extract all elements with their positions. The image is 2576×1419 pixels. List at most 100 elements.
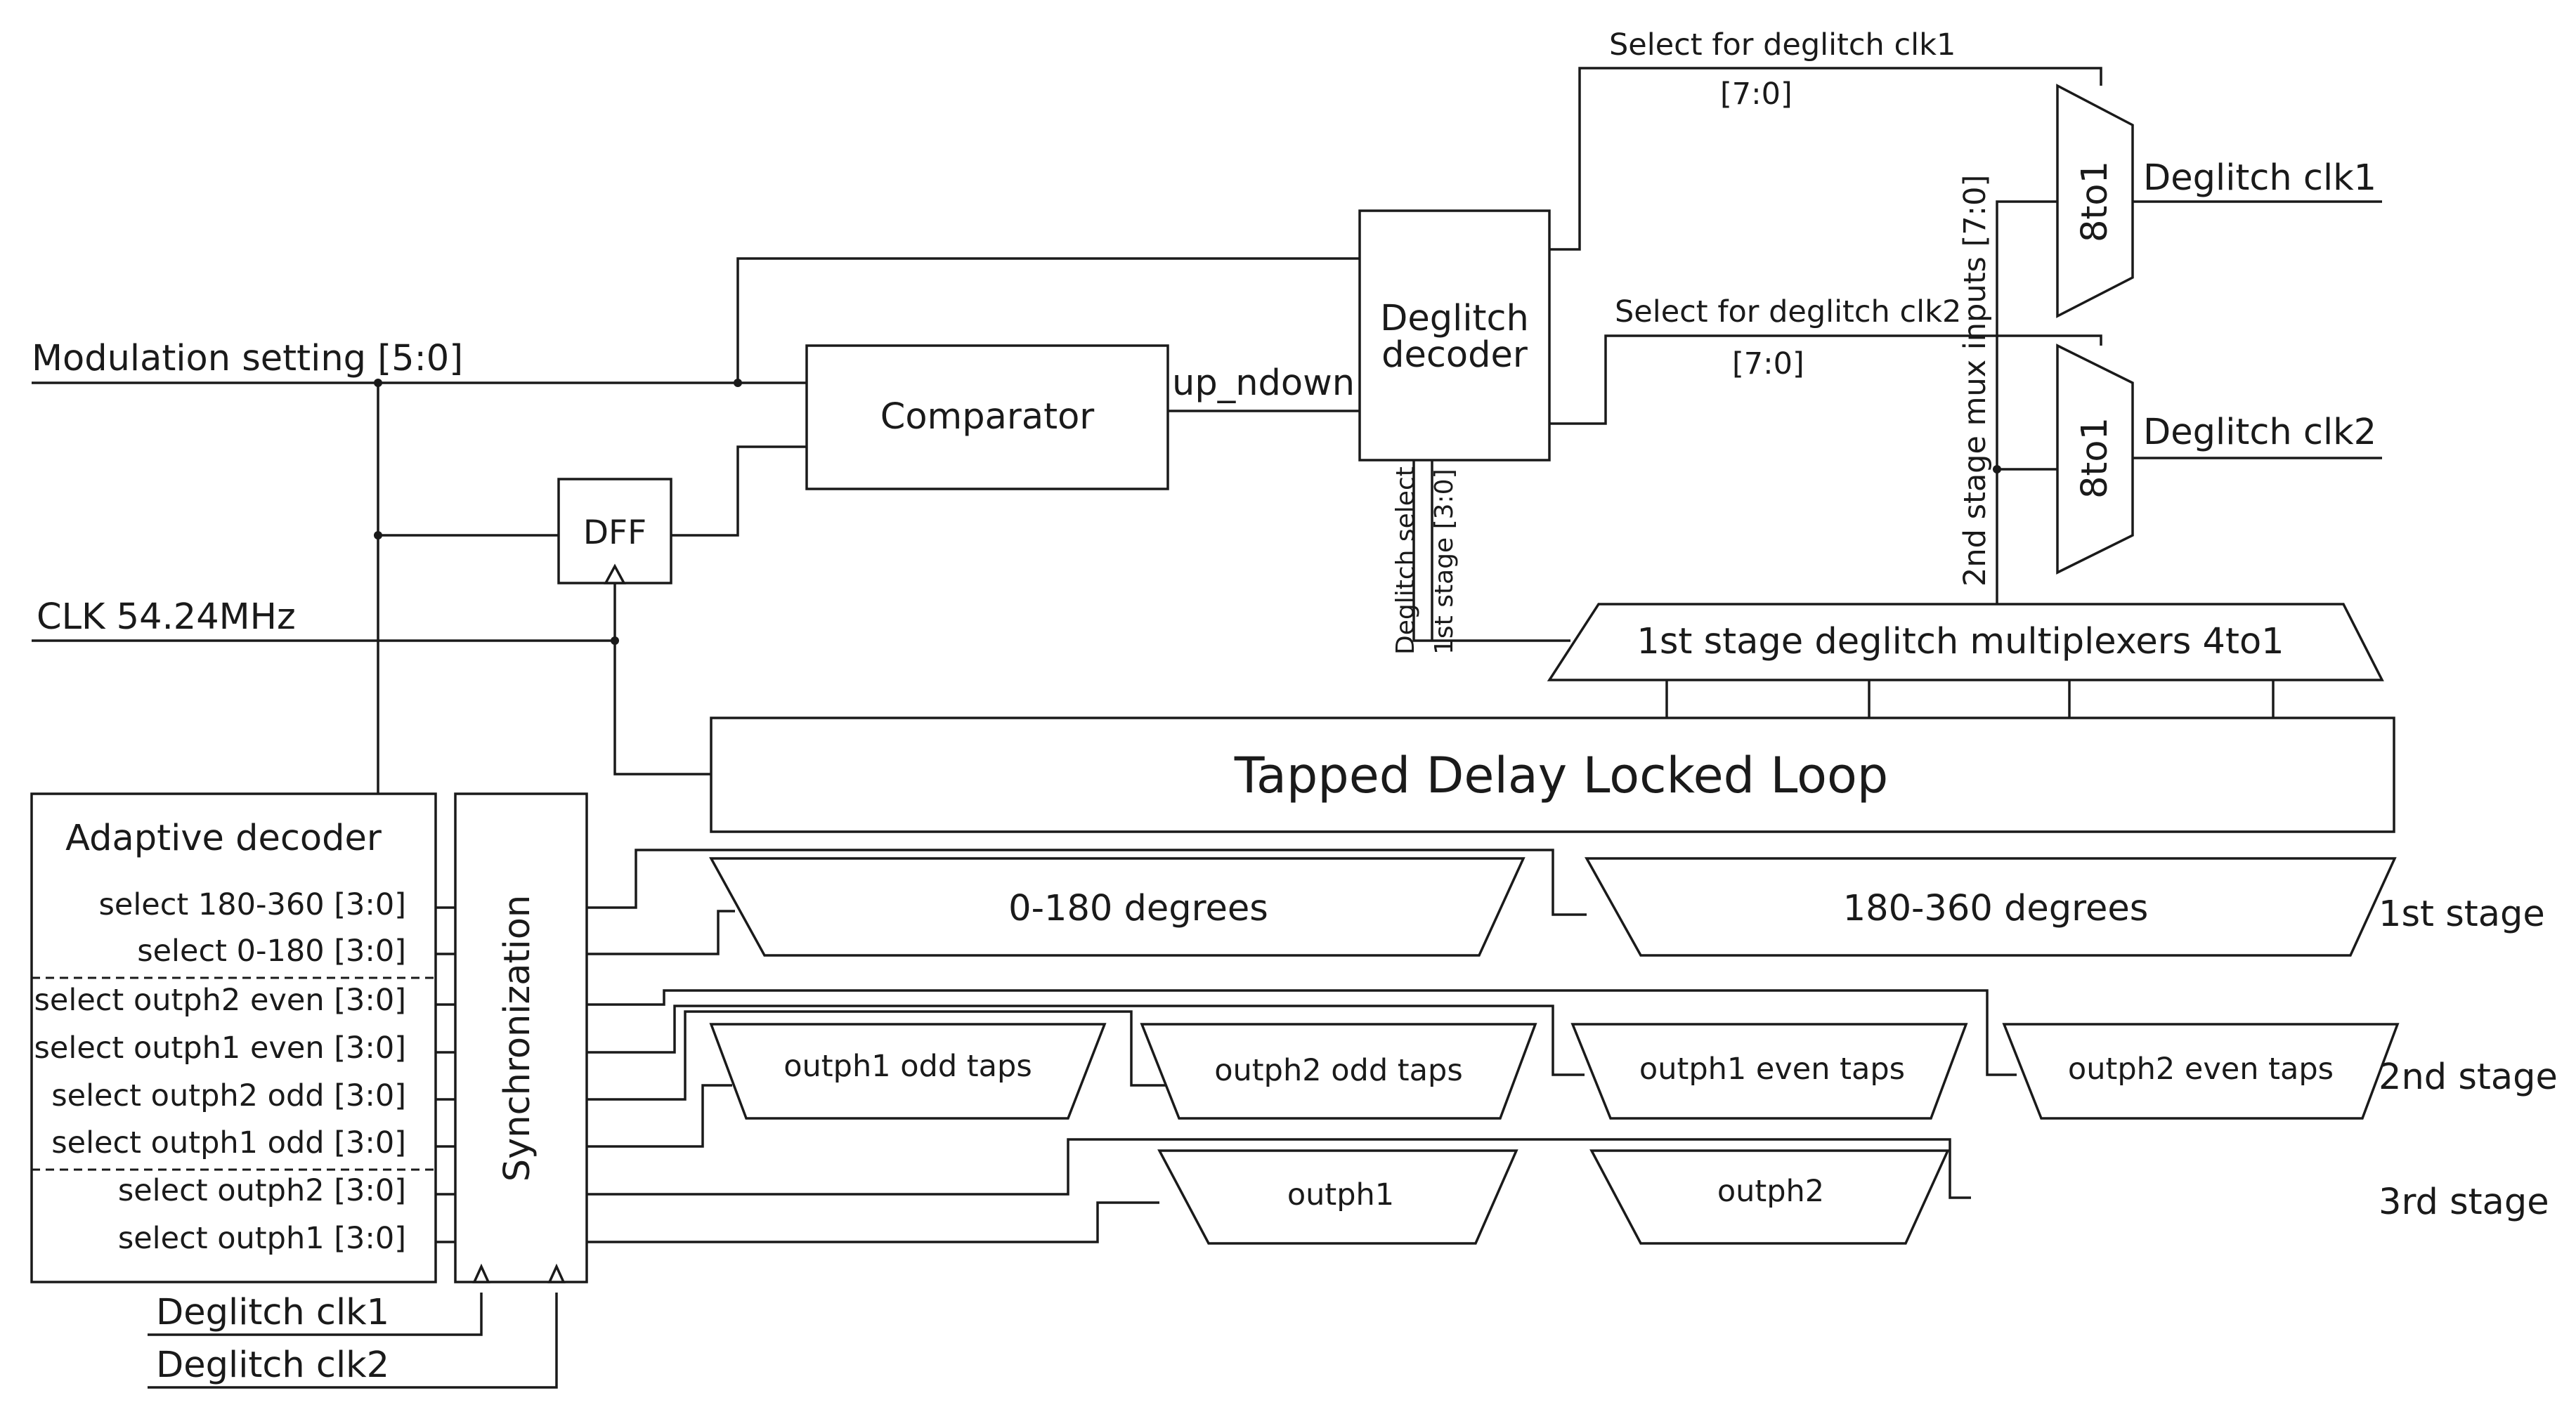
comparator-box xyxy=(805,344,1169,490)
tdll-label: Tapped Delay Locked Loop xyxy=(1234,747,1888,804)
stage1-mux-180-360 xyxy=(1585,857,2397,957)
stage3-mux-outph1 xyxy=(1157,1149,1518,1245)
sync-wire-3 xyxy=(587,989,2017,1076)
deglitch-select-wire-a xyxy=(1412,460,1570,642)
stage2-mux-outph1-even xyxy=(1570,1023,1968,1120)
first-stage-mux-shape xyxy=(1547,603,2384,681)
deglitch-decoder-label-line2: decoder xyxy=(1381,334,1528,376)
deglitch-clk2-input-wire xyxy=(148,1293,558,1389)
comparator-label: Comparator xyxy=(880,396,1095,438)
stage3-muxes: outph1 outph2 xyxy=(1157,1149,1950,1245)
first-stage-mux-label: 1st stage deglitch multiplexers 4to1 xyxy=(1637,621,2284,662)
stage1-muxes: 0-180 degrees 180-360 degrees xyxy=(709,857,2397,957)
stage3-mux-outph2 xyxy=(1589,1149,1950,1245)
stage-label: 1st stage xyxy=(2379,894,2545,935)
sync-wire-6 xyxy=(587,1084,732,1148)
dff-to-comparator-wire xyxy=(671,445,807,537)
junction-dots xyxy=(374,379,2001,645)
deglitch-decoder-label-line1: Deglitch xyxy=(1380,298,1529,339)
junction-dot xyxy=(734,379,742,387)
mux-8to1-clk2-shape xyxy=(2056,344,2134,575)
comparator-block: Comparator xyxy=(805,344,1169,490)
clock-triangle-icon xyxy=(547,1263,566,1283)
adaptive-decoder-box xyxy=(30,792,437,1283)
sync-wire-7 xyxy=(587,1138,1971,1199)
deglitch-clk1-input-wire xyxy=(148,1293,483,1336)
mux-8to1-clk1: 8to1 xyxy=(2056,84,2134,318)
modulation-setting-label: Modulation setting [5:0] xyxy=(32,338,463,379)
clock-triangle-icon xyxy=(472,1263,490,1283)
sync-wire-2 xyxy=(587,910,735,955)
modulation-to-decoder-wire xyxy=(736,257,1360,383)
stage3-mux-label: outph2 xyxy=(1717,1174,1824,1209)
stage-label: 3rd stage xyxy=(2379,1182,2549,1223)
decoder-output-label: select outph1 odd [3:0] xyxy=(51,1125,406,1160)
tdll-block: Tapped Delay Locked Loop xyxy=(710,717,2395,833)
adaptive-decoder-title: Adaptive decoder xyxy=(65,818,382,859)
deglitch-clk1-output-label: Deglitch clk1 xyxy=(2143,157,2376,199)
stage2-mux-label: outph2 even taps xyxy=(2068,1052,2334,1087)
second-stage-mux-inputs-label: 2nd stage mux inputs [7:0] xyxy=(1958,175,1993,587)
stage2-mux-label: outph2 odd taps xyxy=(1214,1053,1462,1088)
bus-width-clk2-label: [7:0] xyxy=(1732,346,1804,381)
select-clk2-wire xyxy=(1549,334,2102,425)
synchronization-label: Synchronization xyxy=(497,895,538,1182)
stage2-muxes: outph1 odd taps outph2 odd taps outph1 e… xyxy=(709,1023,2400,1120)
stage1-mux-0-180 xyxy=(709,857,1526,957)
stage1-mux-label: 180-360 degrees xyxy=(1843,888,2149,929)
mux-inputs-to-mux1-wire xyxy=(1996,200,2057,604)
mux-8to1-clk1-label: 8to1 xyxy=(2074,161,2116,242)
junction-dot xyxy=(1993,465,2001,473)
select-clk1-label: Select for deglitch clk1 xyxy=(1609,27,1956,63)
adaptive-decoder-block: Adaptive decoder select 180-360 [3:0] se… xyxy=(30,792,437,1283)
tdll-box xyxy=(710,717,2395,833)
stage1-mux-label: 0-180 degrees xyxy=(1008,888,1268,929)
decoder-output-label: select outph2 odd [3:0] xyxy=(51,1078,406,1113)
decoder-output-label: select outph1 [3:0] xyxy=(118,1221,406,1256)
synchronization-box xyxy=(454,792,588,1283)
decoder-output-label: select 0-180 [3:0] xyxy=(137,934,406,969)
decoder-output-label: select 180-360 [3:0] xyxy=(98,887,406,922)
stage-label: 2nd stage xyxy=(2379,1057,2558,1098)
stage3-mux-label: outph1 xyxy=(1287,1177,1394,1212)
select-clk1-wire xyxy=(1549,67,2102,251)
junction-dot xyxy=(611,636,619,645)
clk-to-tdll-wire xyxy=(613,583,711,776)
bus-width-clk1-label: [7:0] xyxy=(1720,77,1793,112)
deglitch-decoder-block: Deglitch decoder xyxy=(1358,209,1551,462)
decoder-output-label: select outph1 even [3:0] xyxy=(34,1031,406,1066)
mux-8to1-clk1-shape xyxy=(2056,84,2134,318)
junction-dot xyxy=(374,379,382,387)
deglitch-select-label-line2: 1st stage [3:0] xyxy=(1430,469,1459,655)
sync-wire-1 xyxy=(587,849,1587,916)
sync-wire-5 xyxy=(587,1010,1166,1101)
clock-triangle-icon xyxy=(604,563,626,584)
deglitch-decoder-box xyxy=(1358,209,1551,462)
decoder-output-label: select outph2 even [3:0] xyxy=(34,983,406,1018)
signal-labels: Modulation setting [5:0] CLK 54.24MHz up… xyxy=(32,27,2558,1386)
decoder-output-label: select outph2 [3:0] xyxy=(118,1173,406,1208)
clk-label: CLK 54.24MHz xyxy=(37,596,296,638)
decoder-to-sync-stubs xyxy=(436,906,455,1243)
deglitch-select-label-line1: Deglitch select xyxy=(1391,466,1420,655)
sync-wire-4 xyxy=(587,1005,1585,1076)
up-ndown-label: up_ndown xyxy=(1172,362,1355,404)
wires xyxy=(32,67,2382,1389)
dff-label: DFF xyxy=(583,514,646,552)
stage2-mux-outph2-even xyxy=(2002,1023,2400,1120)
stage2-mux-outph1-odd xyxy=(709,1023,1107,1120)
junction-dot xyxy=(374,531,382,540)
select-clk2-label: Select for deglitch clk2 xyxy=(1615,294,1961,329)
deglitch-clk2-input-label: Deglitch clk2 xyxy=(156,1345,389,1386)
mux-8to1-clk2: 8to1 xyxy=(2056,344,2134,575)
deglitch-clk1-input-label: Deglitch clk1 xyxy=(156,1292,389,1333)
dff-block: DFF xyxy=(557,478,672,584)
stage2-mux-label: outph1 odd taps xyxy=(783,1049,1032,1084)
synchronization-block: Synchronization xyxy=(454,792,588,1283)
mux-8to1-clk2-label: 8to1 xyxy=(2074,417,2116,499)
first-stage-mux-block: 1st stage deglitch multiplexers 4to1 xyxy=(1547,603,2384,681)
deglitch-clk2-output-label: Deglitch clk2 xyxy=(2143,412,2376,453)
sync-wire-8 xyxy=(587,1201,1159,1243)
stage2-mux-label: outph1 even taps xyxy=(1639,1052,1905,1087)
